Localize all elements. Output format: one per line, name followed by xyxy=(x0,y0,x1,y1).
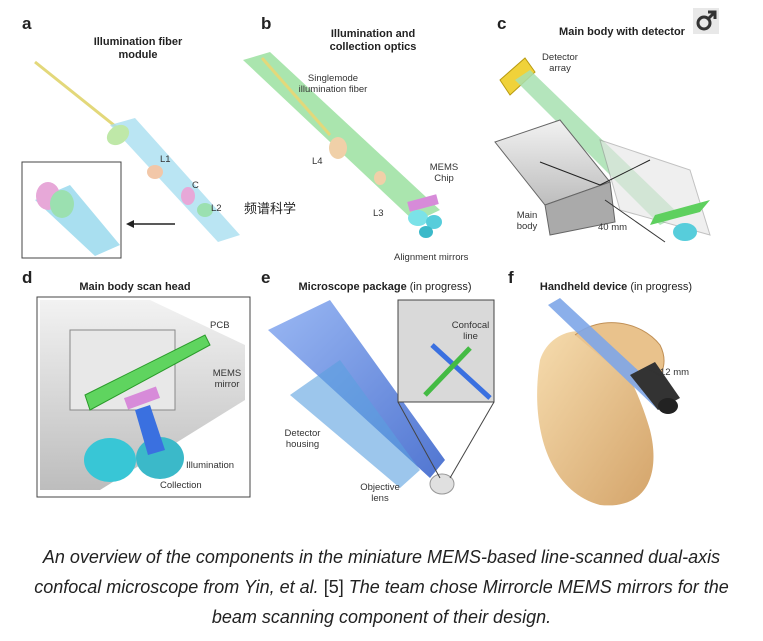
panel-d-label-collection: Collection xyxy=(160,480,202,491)
panel-e-label-lens: Objective lens xyxy=(360,482,400,504)
panel-a-label-l2: L2 xyxy=(211,203,222,214)
panel-f-title-suffix: (in progress) xyxy=(630,281,693,293)
panel-f-letter: f xyxy=(508,268,514,287)
panel-a-label-l1: L1 xyxy=(160,154,171,165)
panel-e-title-main: Microscope package xyxy=(298,281,407,293)
panel-b-label-l3: L3 xyxy=(373,208,384,219)
caption-part1: An overview of the components in the min… xyxy=(34,547,721,597)
caption-etal: et al. xyxy=(279,577,319,597)
panel-c-label-length: 40 mm xyxy=(598,222,628,233)
panel-f-title-main: Handheld device xyxy=(539,281,628,293)
panel-b-letter: b xyxy=(261,14,272,33)
panel-f-label-size: 12 mm xyxy=(660,367,690,378)
gender-symbol-icon xyxy=(693,8,719,34)
panel-d-letter: d xyxy=(22,268,33,287)
panel-e-title-suffix: (in progress) xyxy=(409,281,472,293)
panel-b-label-fiber: Singlemode illumination fiber xyxy=(298,73,368,95)
caption-ref: [5] xyxy=(318,577,349,597)
panel-c-drawing xyxy=(494,57,711,243)
panel-b-label-mems: MEMS Chip xyxy=(429,162,459,184)
panel-d-drawing xyxy=(40,300,245,490)
panel-d-label-illumination: Illumination xyxy=(186,460,235,471)
panel-d-title: Main body scan head xyxy=(79,281,191,293)
panel-a-label-c: C xyxy=(192,180,199,191)
figure-caption: An overview of the components in the min… xyxy=(10,542,753,632)
panel-c-title: Main body with detector xyxy=(559,26,685,38)
panel-b-title: Illumination and collection optics xyxy=(329,28,417,53)
panel-c-letter: c xyxy=(497,14,507,33)
panel-e-drawing xyxy=(268,299,495,495)
panel-d-label-mems: MEMS mirror xyxy=(212,368,242,390)
panel-d-label-pcb: PCB xyxy=(210,320,230,331)
panel-b-label-mirrors: Alignment mirrors xyxy=(394,252,469,263)
panel-e-label-confocal: Confocal line xyxy=(451,320,490,342)
panel-c-label-body: Main body xyxy=(516,210,538,232)
watermark-text: 频谱科学 xyxy=(244,202,297,217)
panel-e-letter: e xyxy=(261,268,271,287)
panel-a-letter: a xyxy=(22,14,32,33)
panel-f-title: Handheld device (in progress) xyxy=(516,281,716,294)
panel-a-title: Illumination fiber module xyxy=(93,36,183,61)
caption-part2: The team chose Mirrorcle MEMS mirrors fo… xyxy=(211,577,729,627)
panel-e-title: Microscope package (in progress) xyxy=(280,281,490,294)
panel-c-label-detector: Detector array xyxy=(542,52,578,74)
panel-f-drawing xyxy=(537,298,680,506)
panel-b-label-l4: L4 xyxy=(312,156,323,167)
panel-b-drawing xyxy=(243,52,442,238)
panel-a-drawing xyxy=(21,60,240,259)
panel-e-label-housing: Detector housing xyxy=(284,428,321,450)
